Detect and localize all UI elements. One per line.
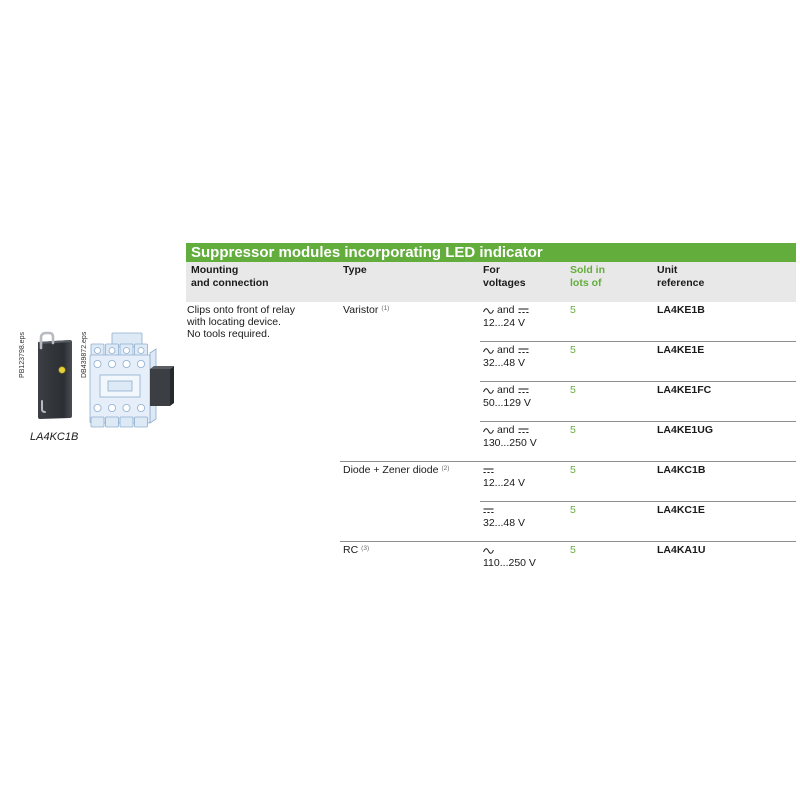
mounted-suppressor-module xyxy=(150,369,170,406)
header-reference-line1: Unit xyxy=(657,264,678,276)
voltage-cell: and 32...48 V xyxy=(483,344,529,370)
header-type: Type xyxy=(343,264,367,277)
contactor-with-suppressor-drawing xyxy=(89,332,174,428)
table-title-bar: Suppressor modules incorporating LED ind… xyxy=(186,243,796,262)
figure-caption: LA4KC1B xyxy=(30,431,79,443)
ac-sine-icon xyxy=(483,347,494,355)
suppressor-module-photo xyxy=(38,331,72,419)
lots-value: 5 xyxy=(570,544,576,556)
unit-reference: LA4KC1E xyxy=(657,504,705,516)
voltage-cell: and 12...24 V xyxy=(483,304,529,330)
photo-file-label: PB123798.eps xyxy=(19,332,26,378)
lots-value: 5 xyxy=(570,504,576,516)
mounting-line: No tools required. xyxy=(187,328,270,340)
table-row: and 32...48 V 5 LA4KE1E xyxy=(480,342,796,382)
footnote-marker: (2) xyxy=(441,465,450,472)
header-mounting-line2: and connection xyxy=(191,277,269,289)
header-mounting: Mounting and connection xyxy=(191,264,269,290)
supply-conjunction: and xyxy=(497,384,515,396)
voltage-range: 32...48 V xyxy=(483,517,526,529)
table-row: 12...24 V 5 LA4KC1B xyxy=(480,462,796,502)
mounting-line: Clips onto front of relay xyxy=(187,304,295,316)
unit-reference: LA4KA1U xyxy=(657,544,706,556)
voltage-range: 32...48 V xyxy=(483,357,526,369)
footnote-marker: (1) xyxy=(381,305,390,312)
header-mounting-line1: Mounting xyxy=(191,264,239,276)
lots-value: 5 xyxy=(570,384,576,396)
table-header-row: Mounting and connection Type For voltage… xyxy=(186,262,796,302)
voltage-range: 50...129 V xyxy=(483,397,531,409)
voltage-range: 110...250 V xyxy=(483,557,536,569)
voltage-cell: and 130...250 V xyxy=(483,424,537,450)
table-row: and 12...24 V 5 LA4KE1B xyxy=(480,302,796,342)
unit-reference: LA4KE1E xyxy=(657,344,705,356)
ac-sine-icon xyxy=(483,427,494,435)
ac-sine-icon xyxy=(483,387,494,395)
supply-type: and xyxy=(483,424,537,437)
unit-reference: LA4KE1UG xyxy=(657,424,714,436)
type-name: Diode + Zener diode xyxy=(343,464,439,476)
header-reference-line2: reference xyxy=(657,277,705,289)
dc-icon xyxy=(518,348,529,354)
footnote-marker: (3) xyxy=(361,545,370,552)
supply-type xyxy=(483,504,525,517)
supply-type: and xyxy=(483,304,529,317)
supply-conjunction: and xyxy=(497,424,515,436)
mounting-description: Clips onto front of relay with locating … xyxy=(187,304,295,340)
type-label: Diode + Zener diode(2) xyxy=(343,464,449,478)
supply-type: and xyxy=(483,344,529,357)
voltage-range: 12...24 V xyxy=(483,477,526,489)
supply-type xyxy=(483,544,536,557)
type-label: Varistor(1) xyxy=(343,304,389,318)
lots-value: 5 xyxy=(570,304,576,316)
type-name: RC xyxy=(343,544,359,556)
voltage-range: 130...250 V xyxy=(483,437,537,449)
supply-conjunction: and xyxy=(497,344,515,356)
header-voltages-line2: voltages xyxy=(483,277,526,289)
ac-sine-icon xyxy=(483,307,494,315)
unit-reference: LA4KE1B xyxy=(657,304,705,316)
supply-conjunction: and xyxy=(497,304,515,316)
type-group-diode-zener: Diode + Zener diode(2) 12...24 V 5 LA4KC… xyxy=(340,462,796,542)
dc-icon xyxy=(483,508,494,514)
header-voltages-line1: For xyxy=(483,264,500,276)
lots-value: 5 xyxy=(570,424,576,436)
table-row: and 50...129 V 5 LA4KE1FC xyxy=(480,382,796,422)
type-group-rc: RC(3) 110...250 V 5 LA4KA1U xyxy=(340,542,796,582)
dc-icon xyxy=(518,308,529,314)
supply-type xyxy=(483,464,525,477)
table-title: Suppressor modules incorporating LED ind… xyxy=(191,244,543,261)
supply-type: and xyxy=(483,384,531,397)
voltage-cell: 32...48 V xyxy=(483,504,525,530)
ac-sine-icon xyxy=(483,547,494,555)
voltage-cell: 12...24 V xyxy=(483,464,525,490)
unit-reference: LA4KC1B xyxy=(657,464,706,476)
voltage-cell: 110...250 V xyxy=(483,544,536,570)
type-group-varistor: Varistor(1) and 12...24 V 5 LA4KE1B and xyxy=(340,302,796,462)
type-label: RC(3) xyxy=(343,544,369,558)
table-row: 110...250 V 5 LA4KA1U xyxy=(480,542,796,582)
dc-icon xyxy=(518,388,529,394)
header-voltages: For voltages xyxy=(483,264,526,290)
header-reference: Unit reference xyxy=(657,264,704,290)
type-name: Varistor xyxy=(343,304,379,316)
header-type-line1: Type xyxy=(343,264,367,276)
header-lots: Sold in lots of xyxy=(570,264,605,290)
header-lots-line1: Sold in xyxy=(570,264,605,276)
table-row: and 130...250 V 5 LA4KE1UG xyxy=(480,422,796,462)
voltage-range: 12...24 V xyxy=(483,317,526,329)
dc-icon xyxy=(518,428,529,434)
led-indicator xyxy=(58,366,66,374)
unit-reference: LA4KE1FC xyxy=(657,384,712,396)
lots-value: 5 xyxy=(570,344,576,356)
voltage-cell: and 50...129 V xyxy=(483,384,531,410)
mounting-line: with locating device. xyxy=(187,316,281,328)
lots-value: 5 xyxy=(570,464,576,476)
dc-icon xyxy=(483,468,494,474)
table-row: 32...48 V 5 LA4KC1E xyxy=(480,502,796,542)
header-lots-line2: lots of xyxy=(570,277,602,289)
